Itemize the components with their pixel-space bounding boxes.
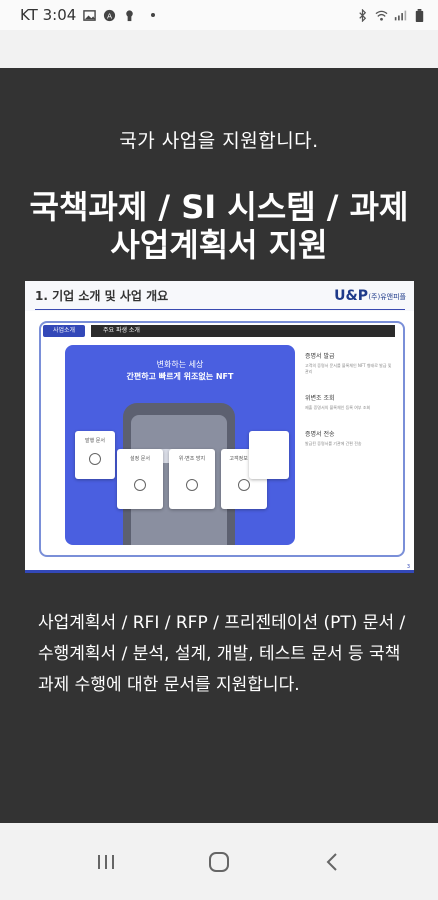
- certificate-icon: [186, 479, 198, 491]
- slide-blue-panel: 변화하는 세상 간편하고 빠르게 위조없는 NFT 발행 문서 설정 문서 위·…: [65, 345, 295, 545]
- panel-line-2: 간편하고 빠르게 위조없는 NFT: [126, 372, 234, 381]
- slide-logo-sub: (주)유앤피플: [368, 293, 406, 301]
- recent-apps-icon: [98, 854, 115, 869]
- status-bar: KT 3:04 A: [0, 0, 438, 30]
- card-label: 설정 문서: [130, 456, 150, 462]
- wifi-icon: [375, 10, 388, 21]
- carrier-time: KT 3:04: [20, 6, 77, 24]
- headline: 국책과제 / SI 시스템 / 과제 사업계획서 지원: [0, 188, 438, 264]
- slide-logo: U&P: [334, 288, 368, 304]
- slide-page-number: 3: [406, 564, 410, 570]
- gallery-icon: [83, 9, 97, 21]
- slide-tab-pill: 사업소개: [43, 325, 85, 337]
- battery-icon: [415, 8, 424, 22]
- slide-notes: 증명서 발급 고객의 증명서 문서를 블록체인 NFT 형태로 발급 및 관리 …: [305, 351, 395, 465]
- slide-card-1: 발행 문서: [75, 431, 115, 479]
- home-button[interactable]: [199, 842, 239, 882]
- browser-top-strip: [0, 30, 438, 68]
- user-check-icon: [238, 479, 250, 491]
- back-button[interactable]: [312, 842, 352, 882]
- slide-header: [25, 281, 414, 311]
- note-item: 증명서 전송 발급된 증명서를 기관에 간편 전송: [305, 431, 362, 446]
- home-icon: [208, 851, 229, 872]
- bluetooth-icon: [359, 8, 367, 22]
- slide-divider: [35, 309, 405, 310]
- subtitle: 국가 사업을 지원합니다.: [119, 130, 319, 152]
- document-icon: [89, 453, 101, 465]
- card-label: 고객정보 관리: [229, 456, 259, 462]
- phone-icon: [134, 479, 146, 491]
- note-item: 증명서 발급 고객의 증명서 문서를 블록체인 NFT 형태로 발급 및 관리: [305, 353, 392, 374]
- slide-title: 1. 기업 소개 및 사업 개요: [35, 289, 169, 303]
- slide-card-5: [249, 431, 289, 479]
- navigation-bar: [0, 823, 438, 900]
- slide-tab-bar: 주요 파생 소개: [91, 325, 395, 337]
- a-badge-icon: A: [104, 9, 116, 21]
- presentation-slide-image: 1. 기업 소개 및 사업 개요 U&P (주)유앤피플 사업소개 주요 파생 …: [25, 281, 414, 573]
- keyhole-icon: [126, 9, 134, 21]
- back-chevron-icon: [326, 852, 337, 871]
- slide-card-3: 위·변조 방지: [169, 449, 215, 509]
- description-text: 사업계획서 / RFI / RFP / 프리젠테이션 (PT) 문서 / 수행계…: [38, 613, 406, 695]
- notification-dot: [151, 13, 156, 17]
- svg-text:A: A: [107, 11, 112, 20]
- card-label: 위·변조 방지: [178, 456, 206, 462]
- card-label: 발행 문서: [85, 438, 105, 444]
- slide-card-2: 설정 문서: [117, 449, 163, 509]
- note-item: 위변조 조회 제출 증명서의 블록체인 등록 여부 조회: [305, 395, 371, 410]
- signal-icon: [394, 10, 407, 20]
- headline-line-2: 사업계획서 지원: [110, 226, 328, 264]
- headline-line-1: 국책과제 / SI 시스템 / 과제: [29, 188, 409, 226]
- recent-apps-button[interactable]: [86, 842, 126, 882]
- slide-footer-bar: [25, 570, 414, 573]
- panel-line-1: 변화하는 세상: [156, 360, 204, 369]
